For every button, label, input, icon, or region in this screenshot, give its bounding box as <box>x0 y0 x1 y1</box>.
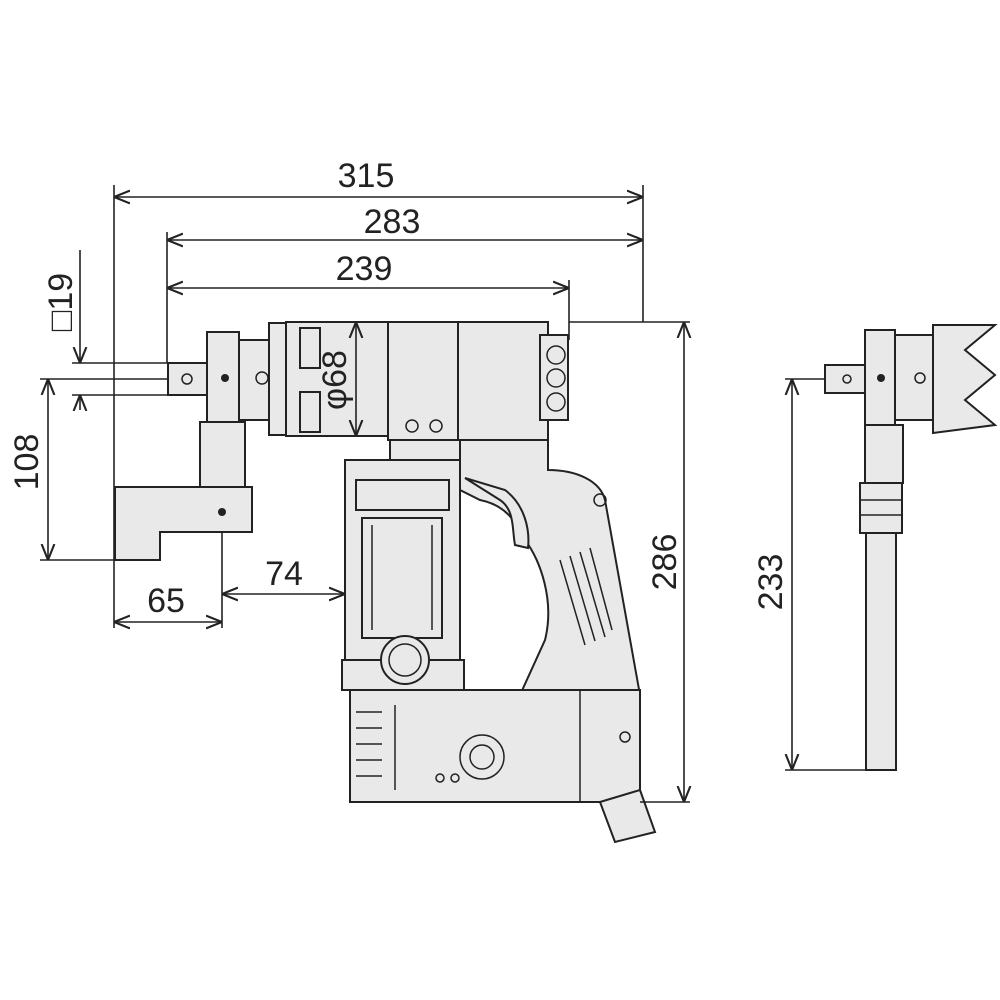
handle <box>459 439 642 696</box>
base-housing <box>349 689 641 803</box>
motor-cap <box>380 635 430 685</box>
dim-label-108: 108 <box>8 434 46 491</box>
dial <box>459 734 505 780</box>
end-view-column <box>865 532 897 771</box>
dim-label-315: 315 <box>338 157 395 195</box>
vent-slots <box>356 705 396 790</box>
dim-label-283: 283 <box>364 203 421 241</box>
power-cord <box>598 788 657 844</box>
dim-label-square-19: □19 <box>42 273 80 331</box>
motor-coupling <box>387 321 459 441</box>
dimension-lines <box>40 185 866 803</box>
dim-label-286: 286 <box>646 534 684 591</box>
reaction-arm-foot <box>114 486 253 561</box>
square-drive <box>167 362 211 396</box>
handle-grip <box>559 547 613 646</box>
dim-label-74: 74 <box>265 555 303 593</box>
tool-end-view <box>824 324 998 771</box>
dim-label-233: 233 <box>752 554 790 611</box>
reaction-arm-stem <box>199 421 246 488</box>
trigger <box>464 477 530 550</box>
dim-label-phi68: φ68 <box>316 350 354 410</box>
dim-label-65: 65 <box>147 582 185 620</box>
tool-side-view <box>114 321 657 844</box>
dim-label-239: 239 <box>336 250 393 288</box>
